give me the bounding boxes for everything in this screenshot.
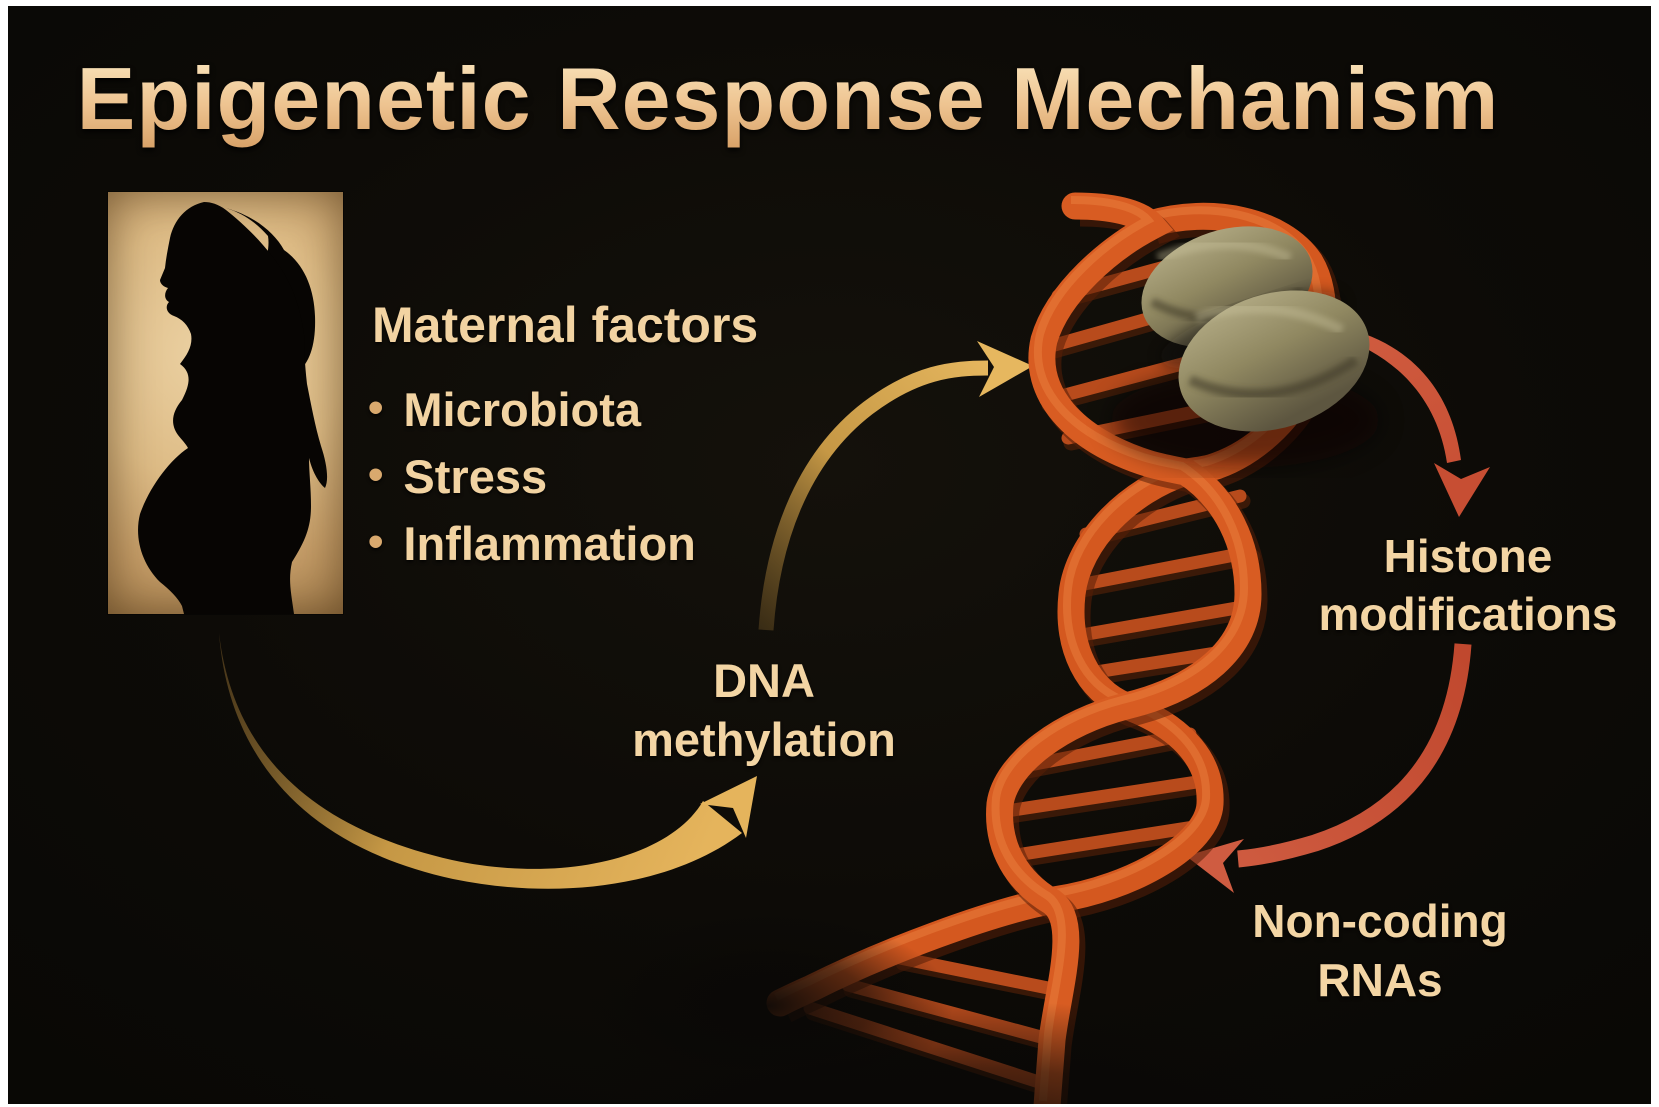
helix-fade-bottom — [509, 1000, 1411, 1107]
pregnant-woman-silhouette-icon — [138, 202, 328, 614]
arrowhead — [700, 776, 757, 838]
maternal-factors-panel: Maternal factors • Microbiota • Stress •… — [368, 296, 758, 577]
maternal-factors-list: • Microbiota • Stress • Inflammation — [368, 376, 758, 577]
list-item-label: Microbiota — [403, 383, 642, 436]
pregnant-woman-portrait — [108, 192, 343, 614]
bullet-icon: • — [368, 449, 384, 499]
histone-modifications-label: Histone modifications — [1318, 530, 1618, 640]
frame-edge-right — [1651, 0, 1659, 1107]
list-item-label: Inflammation — [403, 517, 696, 570]
frame-edge-top — [0, 0, 1659, 6]
bullet-icon: • — [368, 382, 384, 432]
non-coding-rnas-label: Non-coding RNAs — [1252, 895, 1508, 1006]
arrowhead — [977, 341, 1033, 397]
arrow-nucleosome-to-histone-label — [1336, 327, 1490, 517]
list-item-inflammation: • Inflammation — [368, 510, 758, 577]
frame-edge-left — [0, 0, 8, 1107]
frame-edge-bottom — [0, 1104, 1659, 1107]
maternal-factors-heading: Maternal factors — [372, 297, 759, 353]
arrow-maternal-to-dna-methylation — [219, 633, 757, 889]
list-item-stress: • Stress — [368, 443, 758, 510]
dna-methylation-label: DNA methylation — [632, 654, 896, 766]
list-item-microbiota: • Microbiota — [368, 376, 758, 443]
bullet-icon: • — [368, 516, 384, 566]
arrow-dna-methylation-to-helix — [758, 341, 1033, 631]
arrowhead — [1434, 463, 1490, 517]
list-item-label: Stress — [403, 450, 548, 503]
page-title: Epigenetic Response Mechanism — [76, 49, 1500, 148]
histone-protein-discs — [1110, 226, 1380, 468]
